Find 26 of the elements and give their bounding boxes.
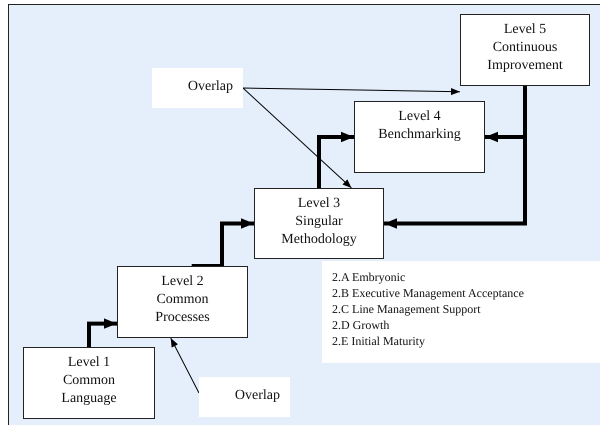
callout-text: Overlap [234, 387, 280, 405]
level-label: Level 5 Continuous Improvement [486, 21, 564, 75]
notes-panel [322, 261, 600, 363]
arrow [170, 338, 200, 394]
callout-box [152, 68, 243, 108]
arrow [242, 88, 352, 188]
arrow [317, 132, 354, 188]
level-box [254, 188, 384, 259]
level-box [460, 14, 590, 86]
arrow [242, 88, 460, 96]
level-box [23, 347, 155, 419]
list-item: 2.B Executive Management Acceptance [332, 285, 524, 301]
list-item: 2.A Embryonic [332, 269, 406, 285]
arrow [87, 318, 117, 347]
list-item: 2.D Growth [332, 317, 390, 333]
arrow [192, 218, 254, 268]
level-label: Level 3 Singular Methodology [280, 195, 358, 249]
level-box [354, 101, 485, 173]
list-item: 2.E Initial Maturity [332, 333, 425, 349]
list-item: 2.C Line Management Support [332, 301, 481, 317]
callout-box [199, 377, 290, 417]
level-label: Level 1 Common Language [60, 354, 118, 408]
level-box [117, 266, 248, 338]
callout-text: Overlap [188, 78, 233, 96]
level-label: Level 2 Common Processes [154, 273, 211, 327]
level-label: Level 4 Benchmarking [377, 108, 462, 144]
